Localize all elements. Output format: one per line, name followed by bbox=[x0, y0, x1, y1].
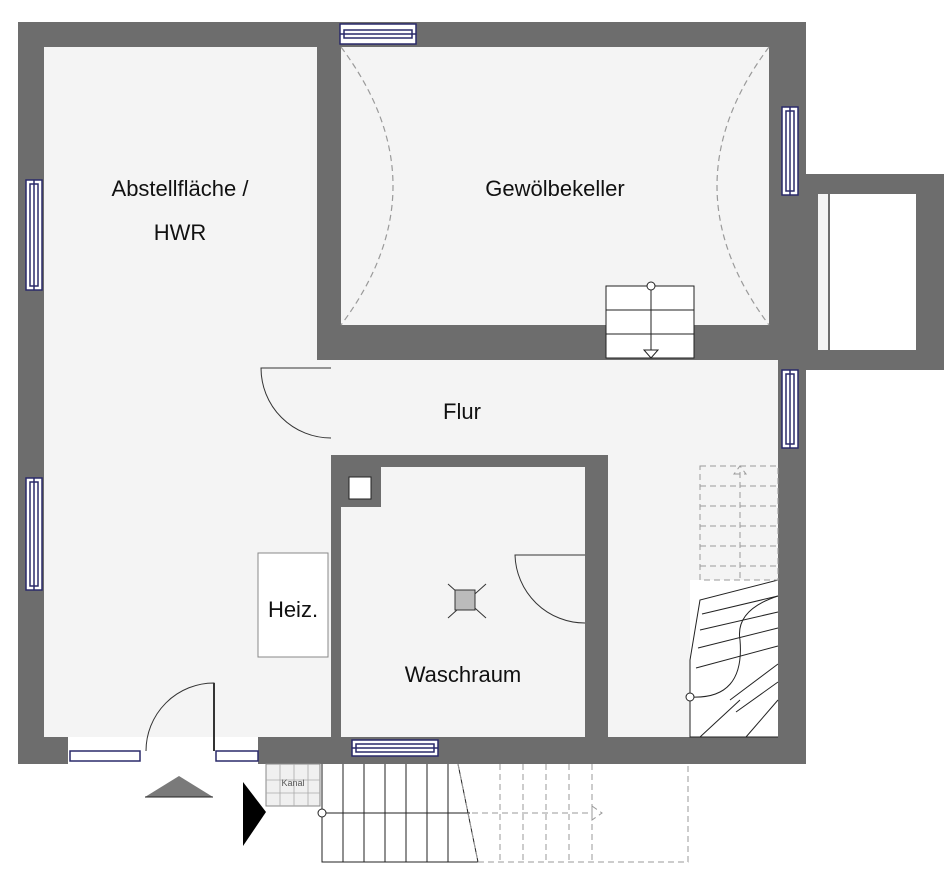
window-top-cellar bbox=[339, 23, 417, 45]
label-hallway: Flur bbox=[443, 399, 481, 424]
cellar-stair bbox=[605, 281, 695, 359]
heating-unit bbox=[257, 552, 329, 658]
wall-laundry-right-lower bbox=[585, 690, 598, 737]
label-laundry: Waschraum bbox=[405, 662, 522, 687]
side-entrance-arrow-icon bbox=[243, 782, 266, 846]
channel-box bbox=[265, 763, 321, 807]
vault-arch-left bbox=[340, 46, 394, 326]
windows bbox=[25, 23, 799, 762]
shaft-opening bbox=[348, 476, 372, 500]
floor-drain-icon bbox=[447, 583, 487, 619]
exterior-stair-dashed bbox=[457, 763, 689, 863]
doors bbox=[145, 367, 586, 752]
floor-vault-cellar bbox=[341, 47, 769, 325]
door-laundry bbox=[514, 554, 586, 624]
floor-hallway bbox=[331, 360, 778, 455]
main-stair-landing bbox=[690, 580, 778, 737]
door-storage-hall bbox=[260, 367, 332, 439]
walls bbox=[18, 22, 944, 764]
cellar-stair-outline bbox=[605, 285, 695, 359]
upper-stair-dashed bbox=[699, 465, 779, 581]
window-left-upper bbox=[25, 179, 43, 291]
vault-arches bbox=[340, 46, 770, 326]
main-stair-outline bbox=[689, 579, 779, 738]
floor-storage-lower bbox=[44, 360, 331, 737]
exterior-stair bbox=[317, 763, 479, 863]
label-vault-cellar: Gewölbekeller bbox=[485, 176, 624, 201]
wall-laundry-right bbox=[585, 455, 598, 555]
wall-laundry-top bbox=[331, 455, 598, 467]
label-channel: Kanal bbox=[281, 778, 304, 788]
wall-laundry-left bbox=[331, 455, 341, 737]
main-stair bbox=[685, 579, 779, 738]
cellar-stair-start bbox=[646, 281, 656, 291]
label-storage-line2: HWR bbox=[154, 220, 207, 245]
label-storage-line1: Abstellfläche / bbox=[112, 176, 250, 201]
window-bottom-laundry bbox=[351, 739, 439, 757]
window-left-lower bbox=[25, 477, 43, 591]
window-right-hall bbox=[781, 369, 799, 449]
cellar-stair-arrow bbox=[642, 349, 660, 359]
vault-arch-right bbox=[716, 46, 770, 326]
floor-annex bbox=[830, 194, 916, 350]
floor-annex-outer bbox=[818, 194, 828, 350]
door-entrance bbox=[145, 682, 215, 752]
door-gap-storage-hall bbox=[317, 368, 341, 438]
label-heating: Heiz. bbox=[268, 597, 318, 622]
window-right-cellar bbox=[781, 106, 799, 196]
main-stair-start bbox=[685, 692, 695, 702]
main-stair-walkline bbox=[689, 595, 779, 698]
window-bottom-entrance bbox=[69, 750, 259, 762]
entrance-arrow-icon bbox=[145, 776, 213, 798]
exterior-stair-start bbox=[317, 808, 327, 818]
